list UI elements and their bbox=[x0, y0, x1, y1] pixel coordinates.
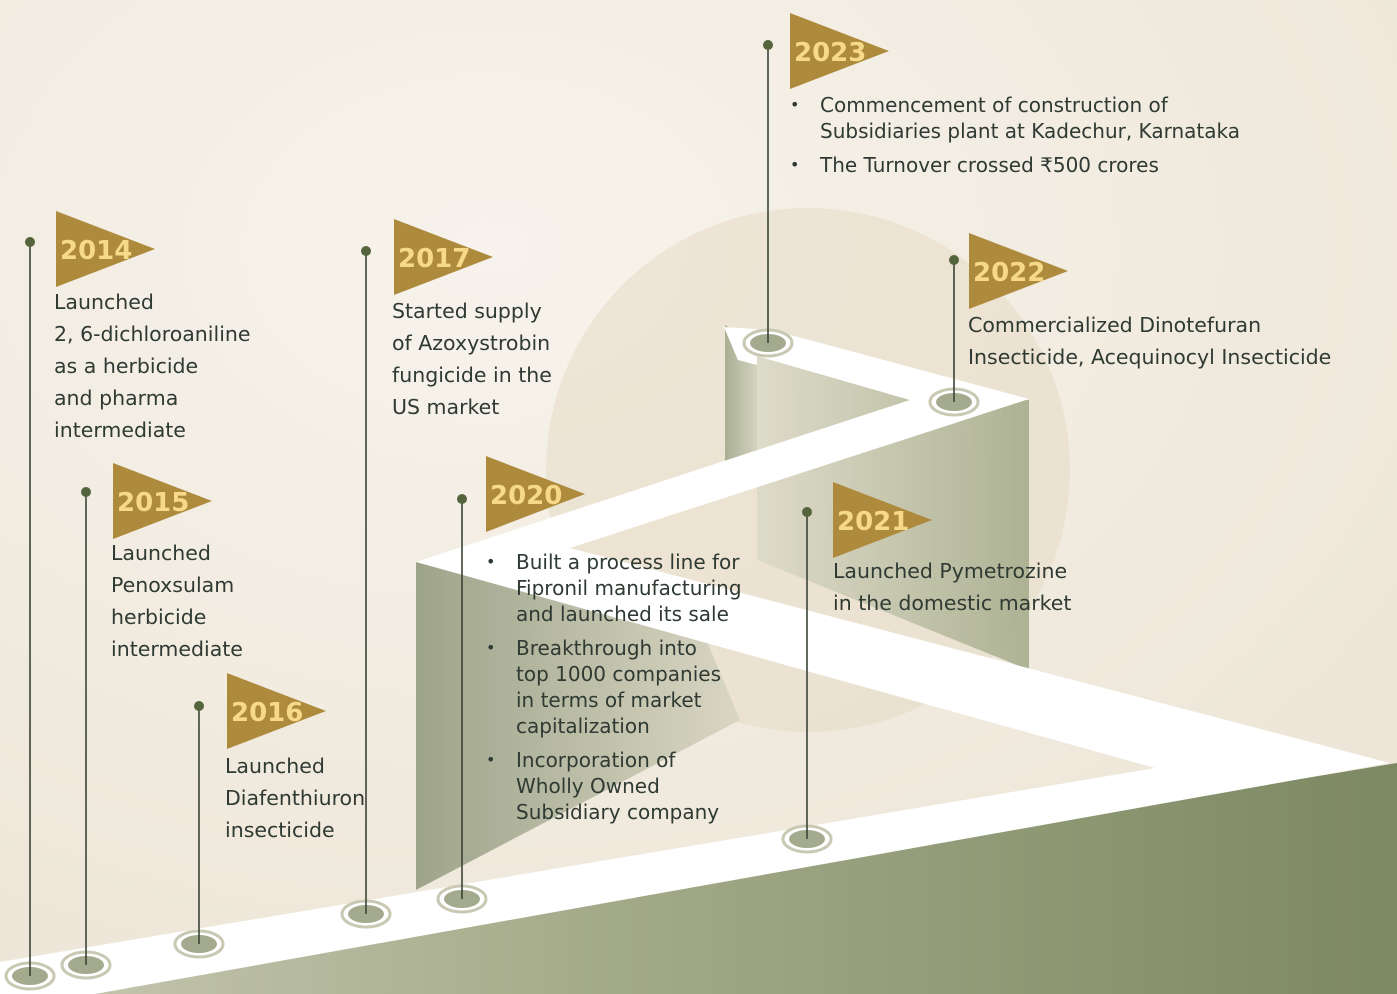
pin-head bbox=[949, 255, 959, 265]
bullet-line: Breakthrough into bbox=[516, 636, 697, 660]
description-line: Penoxsulam bbox=[111, 573, 235, 597]
description-line: US market bbox=[392, 395, 500, 419]
milestone-2016: 2016 bbox=[173, 673, 326, 959]
milestone-description-2021: Launched Pymetrozine in the domestic mark… bbox=[833, 555, 1133, 619]
milestone-2014: 2014 bbox=[4, 211, 155, 991]
year-label-2016: 2016 bbox=[231, 698, 303, 728]
year-label-2023: 2023 bbox=[794, 38, 866, 68]
flag-2022 bbox=[969, 233, 1068, 309]
bullet-line: capitalization bbox=[516, 714, 650, 738]
description-line: intermediate bbox=[111, 637, 243, 661]
bullet-line: Fipronil manufacturing bbox=[516, 576, 742, 600]
description-line: Launched bbox=[111, 541, 211, 565]
year-label-2017: 2017 bbox=[398, 244, 470, 274]
description-line: 2, 6-dichloroaniline bbox=[54, 322, 251, 346]
bullet-item: The Turnover crossed ₹500 crores bbox=[790, 152, 1310, 178]
pin-head bbox=[802, 507, 812, 517]
description-line: and pharma bbox=[54, 386, 179, 410]
description-line: of Azoxystrobin bbox=[392, 331, 551, 355]
description-line: herbicide bbox=[111, 605, 207, 629]
flag-2023 bbox=[790, 13, 889, 89]
pin-head bbox=[763, 40, 773, 50]
description-line: Insecticide, Acequinocyl Insecticide bbox=[968, 345, 1332, 369]
flag-2016 bbox=[227, 673, 326, 749]
bullet-line: Subsidiary company bbox=[516, 800, 720, 824]
bullet-line: Commencement of construction of bbox=[820, 93, 1168, 117]
bullet-line: top 1000 companies bbox=[516, 662, 722, 686]
description-line: Launched bbox=[54, 290, 154, 314]
bullet-line: The Turnover crossed ₹500 crores bbox=[820, 153, 1159, 177]
description-line: insecticide bbox=[225, 818, 335, 842]
flag-2017 bbox=[394, 219, 493, 295]
flag-2014 bbox=[56, 211, 155, 287]
pin-head bbox=[81, 487, 91, 497]
bullet-line: Wholly Owned bbox=[516, 774, 660, 798]
description-line: as a herbicide bbox=[54, 354, 199, 378]
year-label-2020: 2020 bbox=[490, 481, 562, 511]
milestone-bullets-2023: Commencement of construction ofSubsidiar… bbox=[790, 92, 1310, 186]
milestone-description-2014: Launched 2, 6-dichloroaniline as a herbici… bbox=[54, 286, 294, 446]
bullet-line: in terms of market bbox=[516, 688, 702, 712]
milestone-description-2017: Started supply of Azoxystrobin fungicide i… bbox=[392, 295, 612, 423]
description-line: fungicide in the bbox=[392, 363, 552, 387]
pin-head bbox=[361, 246, 371, 256]
year-label-2021: 2021 bbox=[837, 507, 909, 537]
year-label-2014: 2014 bbox=[60, 236, 132, 266]
year-label-2022: 2022 bbox=[973, 258, 1045, 288]
bullet-line: and launched its sale bbox=[516, 602, 729, 626]
flag-2015 bbox=[113, 463, 212, 539]
flag-2020 bbox=[486, 456, 585, 532]
description-line: intermediate bbox=[54, 418, 186, 442]
description-line: Launched Pymetrozine bbox=[833, 559, 1068, 583]
bullet-line: Incorporation of bbox=[516, 748, 676, 772]
description-line: Diafenthiuron bbox=[225, 786, 366, 810]
milestone-2017: 2017 bbox=[340, 219, 493, 929]
flag-2021 bbox=[833, 482, 932, 558]
description-line: Commercialized Dinotefuran bbox=[968, 313, 1262, 337]
pin-head bbox=[457, 494, 467, 504]
year-label-2015: 2015 bbox=[117, 488, 189, 518]
milestone-2023: 2023 bbox=[742, 13, 889, 358]
bullet-line: Built a process line for bbox=[516, 550, 740, 574]
description-line: Launched bbox=[225, 754, 325, 778]
description-line: in the domestic market bbox=[833, 591, 1072, 615]
pin-head bbox=[25, 237, 35, 247]
milestone-2022: 2022 bbox=[928, 233, 1068, 417]
description-line: Started supply bbox=[392, 299, 542, 323]
milestone-2015: 2015 bbox=[60, 463, 212, 980]
pin-head bbox=[194, 701, 204, 711]
bullet-item: Commencement of construction ofSubsidiar… bbox=[790, 92, 1310, 144]
milestone-2020: 2020 bbox=[436, 456, 585, 914]
bullet-line: Subsidiaries plant at Kadechur, Karnatak… bbox=[820, 119, 1240, 143]
